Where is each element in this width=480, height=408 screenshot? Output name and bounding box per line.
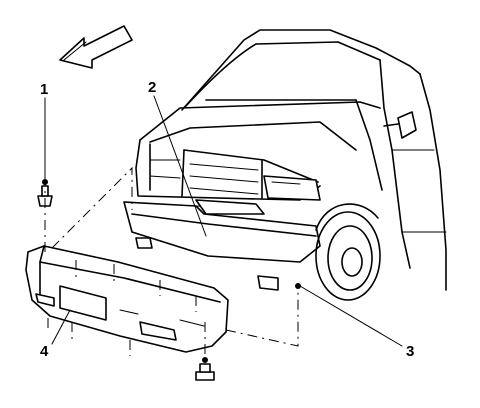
grille-assembly	[135, 139, 321, 201]
callout-2: 2	[148, 79, 156, 96]
alignment-lines	[44, 166, 299, 356]
front-wheel	[315, 203, 381, 301]
direction-arrow-icon	[59, 25, 133, 69]
bumper-fascia	[25, 245, 229, 353]
callout-1: 1	[40, 81, 48, 98]
van-body	[139, 29, 447, 291]
leader-lines	[44, 95, 403, 347]
bumper-impact-bar	[123, 199, 321, 291]
callout-3: 3	[406, 343, 414, 360]
bumper-bolt	[195, 357, 215, 381]
callout-4: 4	[40, 343, 49, 360]
